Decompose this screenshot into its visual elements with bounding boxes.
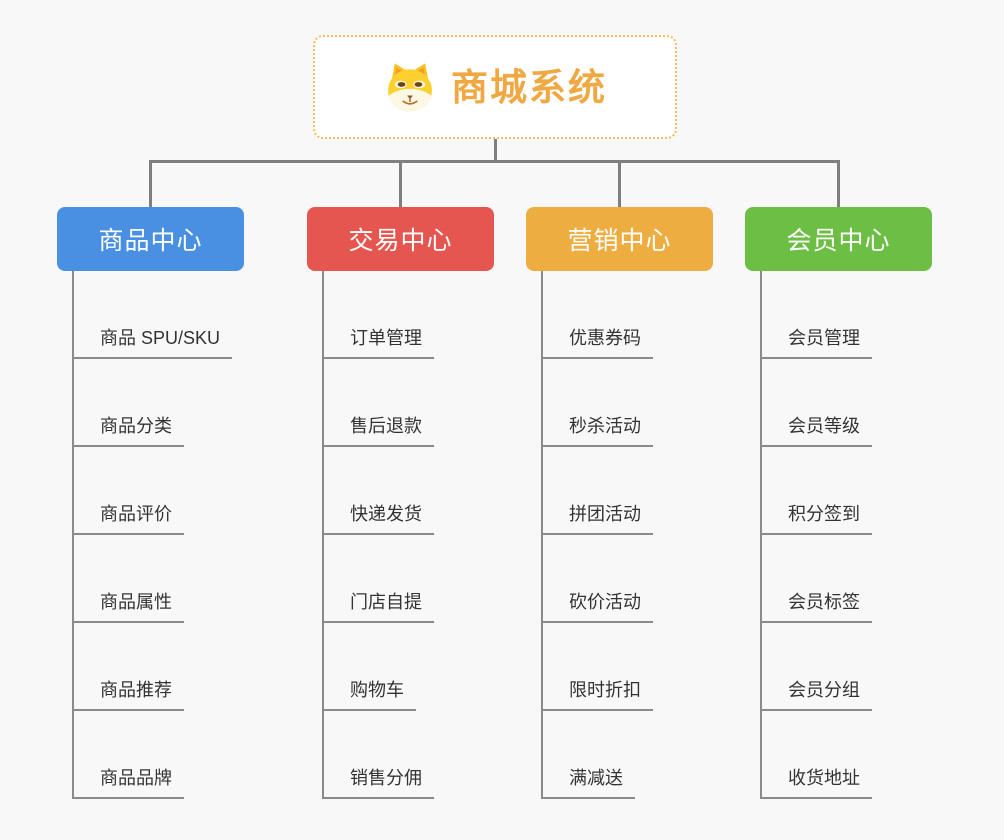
leaf-node-label[interactable]: 商品属性 [74,588,184,623]
leaf-node-label[interactable]: 秒杀活动 [543,412,653,447]
leaf-node-label[interactable]: 砍价活动 [543,588,653,623]
root-node[interactable]: 商城系统 [313,35,677,139]
branch-children-trade-center: 订单管理 售后退款 快递发货 门店自提 购物车 销售分佣 [322,271,434,799]
leaf-row: 门店自提 [324,535,434,623]
leaf-node-label[interactable]: 快递发货 [324,500,434,535]
leaf-node-label[interactable]: 会员标签 [762,588,872,623]
leaf-row: 积分签到 [762,447,872,535]
shiba-dog-icon [383,60,437,114]
leaf-node-label[interactable]: 门店自提 [324,588,434,623]
leaf-row: 商品评价 [74,447,232,535]
root-title: 商城系统 [451,66,607,108]
leaf-node-label[interactable]: 商品推荐 [74,676,184,711]
leaf-node-label[interactable]: 商品 SPU/SKU [74,324,233,359]
leaf-row: 订单管理 [324,271,434,359]
leaf-node-label[interactable]: 满减送 [543,764,635,799]
leaf-row: 商品推荐 [74,623,232,711]
leaf-row: 会员标签 [762,535,872,623]
leaf-row: 满减送 [543,711,653,799]
branch-node-member-center[interactable]: 会员中心 [745,207,932,271]
leaf-row: 商品属性 [74,535,232,623]
leaf-node-label[interactable]: 限时折扣 [543,676,653,711]
leaf-node-label[interactable]: 商品评价 [74,500,184,535]
branch-node-marketing-center[interactable]: 营销中心 [526,207,713,271]
leaf-row: 限时折扣 [543,623,653,711]
leaf-node-label[interactable]: 收货地址 [762,764,872,799]
leaf-row: 优惠券码 [543,271,653,359]
leaf-node-label[interactable]: 销售分佣 [324,764,434,799]
leaf-row: 会员管理 [762,271,872,359]
leaf-node-label[interactable]: 积分签到 [762,500,872,535]
leaf-node-label[interactable]: 订单管理 [324,324,434,359]
leaf-node-label[interactable]: 商品分类 [74,412,184,447]
leaf-node-label[interactable]: 会员管理 [762,324,872,359]
leaf-row: 购物车 [324,623,434,711]
branch-node-goods-center[interactable]: 商品中心 [57,207,244,271]
leaf-row: 商品品牌 [74,711,232,799]
leaf-row: 砍价活动 [543,535,653,623]
leaf-row: 快递发货 [324,447,434,535]
branch-children-member-center: 会员管理 会员等级 积分签到 会员标签 会员分组 收货地址 [760,271,872,799]
leaf-node-label[interactable]: 会员分组 [762,676,872,711]
leaf-row: 商品分类 [74,359,232,447]
leaf-row: 售后退款 [324,359,434,447]
branch-children-marketing-center: 优惠券码 秒杀活动 拼团活动 砍价活动 限时折扣 满减送 [541,271,653,799]
leaf-node-label[interactable]: 商品品牌 [74,764,184,799]
leaf-node-label[interactable]: 会员等级 [762,412,872,447]
leaf-row: 秒杀活动 [543,359,653,447]
leaf-row: 收货地址 [762,711,872,799]
branch-node-trade-center[interactable]: 交易中心 [307,207,494,271]
leaf-node-label[interactable]: 优惠券码 [543,324,653,359]
branch-children-goods-center: 商品 SPU/SKU 商品分类 商品评价 商品属性 商品推荐 商品品牌 [72,271,233,799]
leaf-node-label[interactable]: 购物车 [324,676,416,711]
leaf-row: 商品 SPU/SKU [74,271,233,359]
leaf-node-label[interactable]: 售后退款 [324,412,434,447]
leaf-row: 拼团活动 [543,447,653,535]
leaf-node-label[interactable]: 拼团活动 [543,500,653,535]
leaf-row: 会员分组 [762,623,872,711]
leaf-row: 销售分佣 [324,711,434,799]
leaf-row: 会员等级 [762,359,872,447]
